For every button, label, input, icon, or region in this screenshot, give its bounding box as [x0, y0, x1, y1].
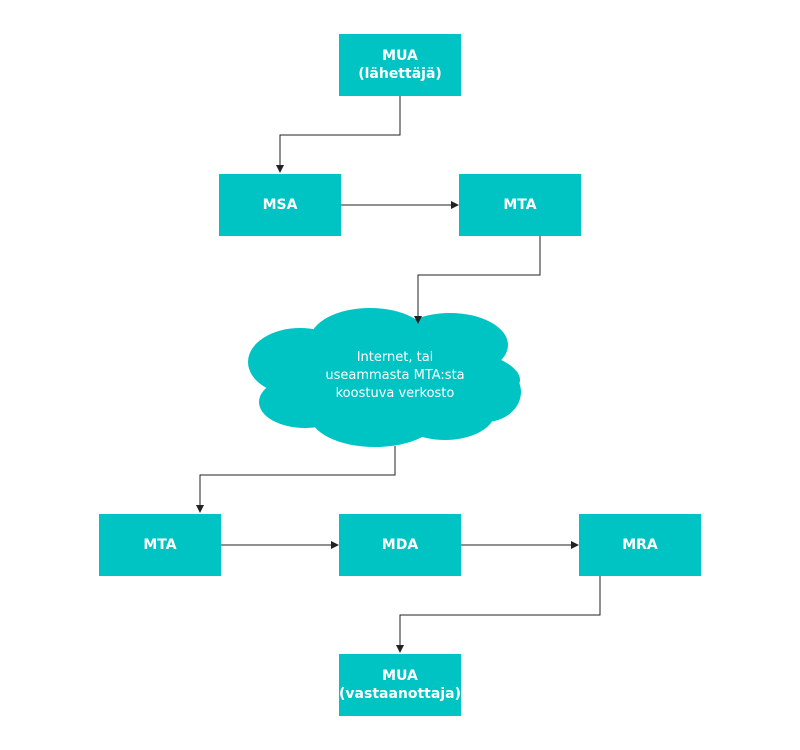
internet-cloud-line-2: useammasta MTA:sta: [325, 368, 465, 383]
node-mda: MDA: [339, 514, 461, 576]
node-mta-out: MTA: [459, 174, 581, 236]
internet-cloud: [248, 308, 521, 447]
node-msa: MSA: [219, 174, 341, 236]
node-mua-receiver-subtitle: (vastaanottaja): [339, 686, 461, 702]
node-mua-sender-subtitle: (lähettäjä): [358, 66, 442, 82]
node-mta-out-label: MTA: [503, 197, 537, 213]
node-mua-receiver-title: MUA: [382, 668, 418, 684]
edge-mra-to-mua-receiver: [396, 576, 601, 653]
edge-mua-sender-to-msa: [276, 96, 401, 173]
edge-mta-out-to-internet: [414, 236, 541, 324]
internet-cloud-line-1: Internet, tai: [356, 350, 434, 365]
node-mta-in: MTA: [99, 514, 221, 576]
internet-cloud-line-3: koostuva verkosto: [335, 386, 455, 401]
edge-internet-to-mta-in: [196, 446, 396, 513]
node-mta-in-label: MTA: [143, 537, 177, 553]
node-mra: MRA: [579, 514, 701, 576]
node-msa-label: MSA: [262, 197, 298, 213]
node-mua-sender: MUA (lähettäjä): [339, 34, 461, 96]
node-mua-sender-title: MUA: [382, 48, 418, 64]
node-mra-label: MRA: [622, 537, 658, 553]
node-mua-receiver: MUA (vastaanottaja): [339, 654, 461, 716]
internet-cloud-label: Internet, tai useammasta MTA:sta koostuv…: [285, 349, 505, 403]
node-mda-label: MDA: [381, 537, 419, 553]
